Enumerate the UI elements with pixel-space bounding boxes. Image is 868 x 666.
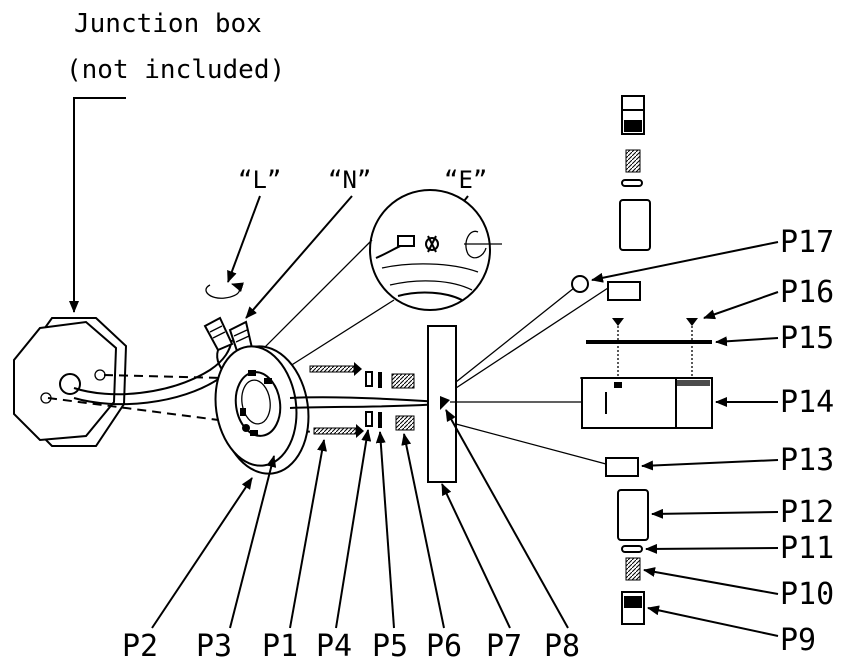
leader-p15 bbox=[715, 336, 779, 347]
top-end-cap bbox=[621, 95, 645, 135]
earth-detail-circle bbox=[369, 189, 491, 311]
lower-glass-shade-p12 bbox=[617, 489, 649, 541]
screw-p8 bbox=[440, 396, 450, 410]
dashed-screw-path-top bbox=[103, 374, 301, 381]
leader-p10 bbox=[643, 567, 779, 595]
label-p8: P8 bbox=[544, 629, 580, 664]
top-spring bbox=[625, 149, 641, 173]
screws-p16 bbox=[612, 318, 698, 380]
detail-connector-1 bbox=[251, 239, 373, 361]
spring-bottom-p6 bbox=[395, 415, 415, 431]
washer-bottom-p5 bbox=[378, 412, 382, 428]
cap-connector-1 bbox=[455, 287, 575, 383]
twist-arrow-right bbox=[465, 230, 487, 259]
leader-p3 bbox=[229, 455, 277, 629]
label-p5: P5 bbox=[372, 629, 408, 664]
label-p2: P2 bbox=[122, 629, 158, 664]
label-p13: P13 bbox=[780, 443, 834, 478]
label-p15: P15 bbox=[780, 321, 834, 356]
leader-live bbox=[227, 195, 261, 283]
label-p10: P10 bbox=[780, 577, 834, 612]
lower-spring-p10 bbox=[625, 557, 641, 581]
title-leader bbox=[69, 97, 126, 313]
title-line-2: (not included) bbox=[66, 55, 285, 85]
cap-connector-2 bbox=[455, 287, 609, 389]
nut-bottom-p4 bbox=[365, 411, 373, 427]
nut-top-p4 bbox=[365, 371, 373, 387]
label-p12: P12 bbox=[780, 495, 834, 530]
leader-p16 bbox=[703, 291, 779, 320]
top-cap-block bbox=[607, 281, 641, 301]
leader-p1 bbox=[289, 439, 327, 629]
label-p16: P16 bbox=[780, 275, 834, 310]
leader-p7 bbox=[441, 483, 511, 629]
label-p7: P7 bbox=[486, 629, 522, 664]
through-wire-1 bbox=[289, 396, 441, 403]
through-wire-2 bbox=[289, 403, 441, 409]
label-p3: P3 bbox=[196, 629, 232, 664]
top-washer bbox=[621, 179, 643, 187]
supply-cable-2 bbox=[73, 377, 221, 406]
junction-box bbox=[13, 317, 128, 447]
label-p1: P1 bbox=[262, 629, 298, 664]
backplate bbox=[214, 345, 310, 475]
screw-bottom bbox=[313, 424, 364, 438]
wire-label-earth: “E” bbox=[444, 166, 487, 194]
label-p4: P4 bbox=[316, 629, 352, 664]
supply-cable bbox=[73, 339, 233, 396]
lower-cap-block-p13 bbox=[605, 457, 639, 477]
leader-p13 bbox=[641, 459, 779, 471]
lower-cap-connector bbox=[455, 423, 607, 465]
top-glass-shade bbox=[619, 199, 651, 251]
label-p11: P11 bbox=[780, 531, 834, 566]
screw-top bbox=[309, 362, 362, 376]
leader-p11 bbox=[645, 543, 779, 554]
leader-p17 bbox=[591, 241, 779, 283]
leader-p5 bbox=[375, 431, 395, 629]
washer-top-p5 bbox=[378, 372, 382, 388]
twist-arrow-left bbox=[205, 282, 244, 299]
leader-p6 bbox=[401, 433, 445, 629]
label-p9: P9 bbox=[780, 623, 816, 658]
leader-neutral bbox=[245, 195, 353, 319]
leader-p8 bbox=[445, 409, 569, 629]
spring-top-p6 bbox=[391, 373, 415, 389]
leader-p2 bbox=[151, 477, 253, 629]
label-p14: P14 bbox=[780, 385, 834, 420]
lower-washer-p11 bbox=[621, 545, 643, 553]
leader-p12 bbox=[651, 508, 779, 519]
lower-end-cap-p9 bbox=[621, 591, 645, 625]
leader-p4 bbox=[335, 429, 372, 629]
leader-p9 bbox=[647, 605, 779, 637]
wire-label-neutral: “N” bbox=[328, 166, 371, 194]
title-line-1: Junction box bbox=[74, 9, 262, 39]
label-p17: P17 bbox=[780, 225, 834, 260]
housing-p14 bbox=[580, 377, 713, 429]
label-p6: P6 bbox=[426, 629, 462, 664]
wire-label-live: “L” bbox=[238, 166, 281, 194]
finial-ball-p17 bbox=[571, 275, 589, 293]
